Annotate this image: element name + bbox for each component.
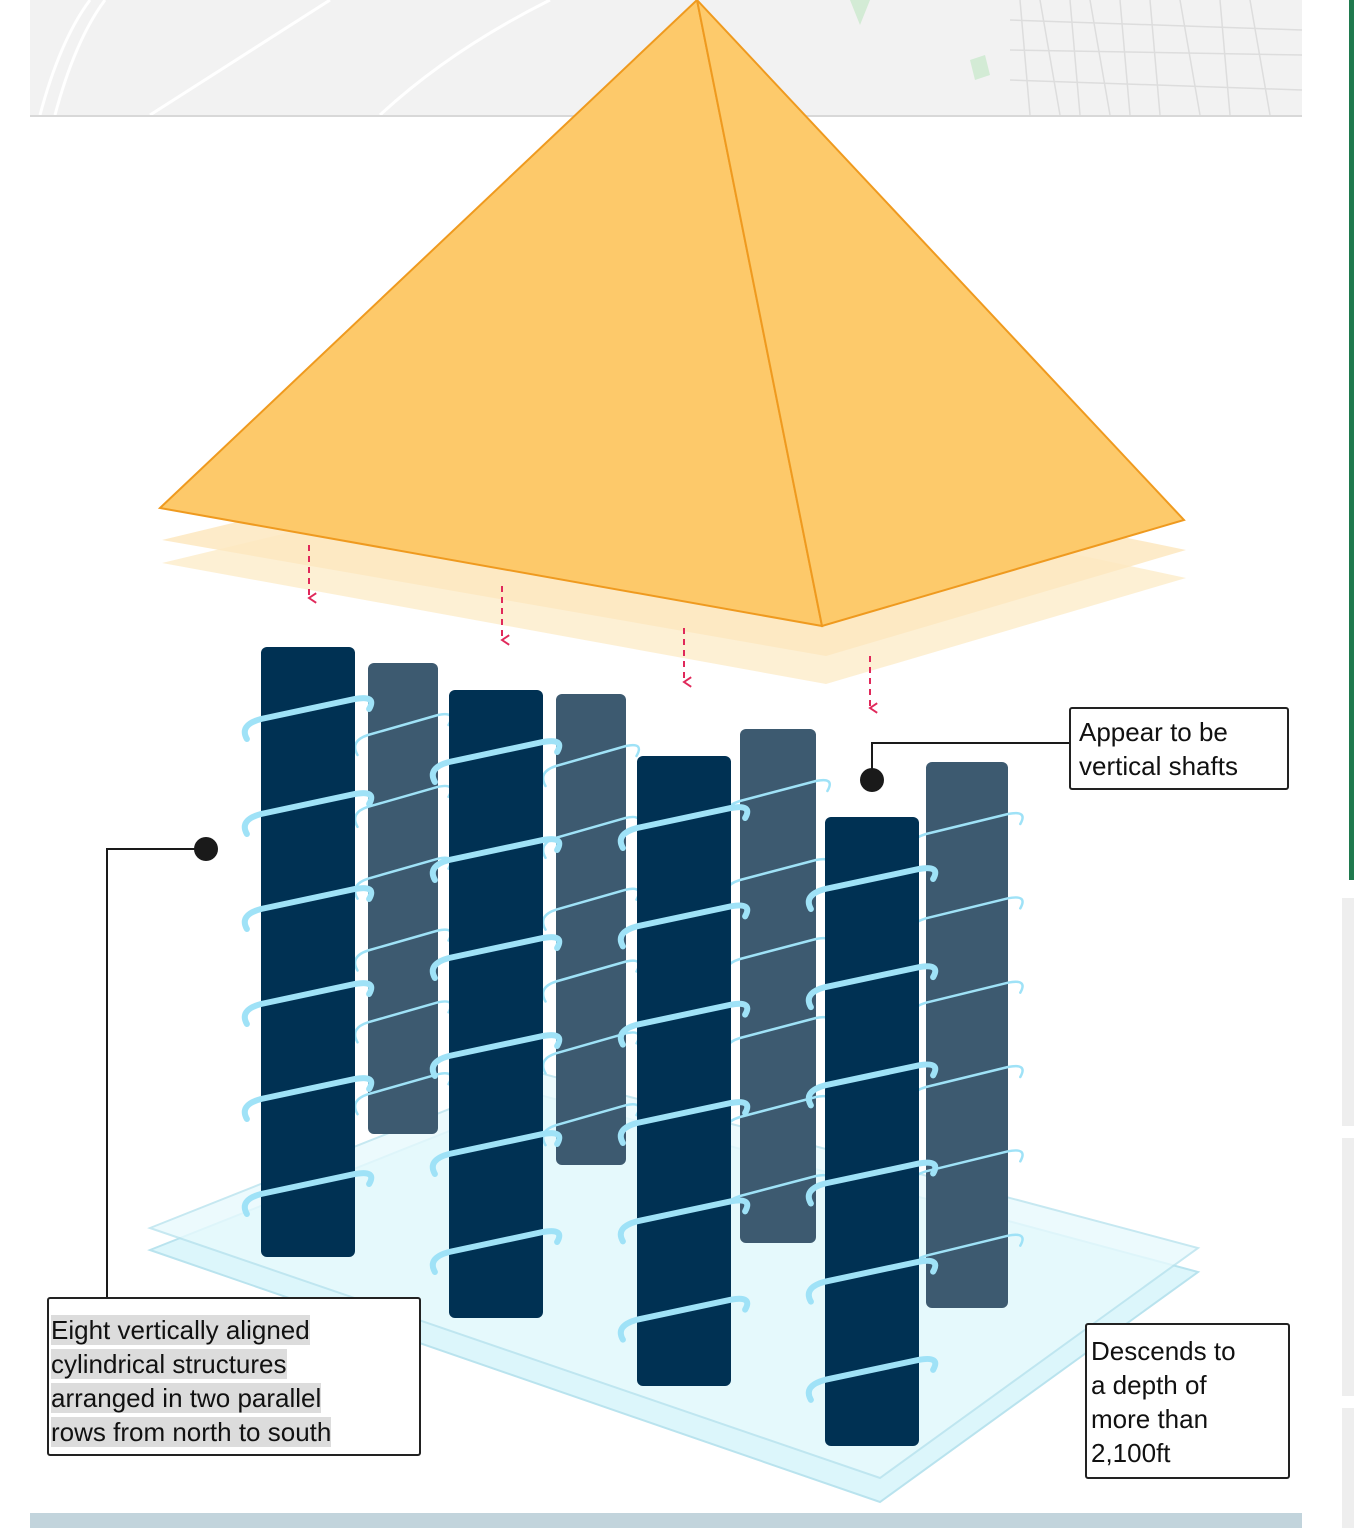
callout-line: Appear to be [1079,717,1228,747]
callout-line: vertical shafts [1079,751,1238,781]
spiral-coil [429,836,563,883]
sidebar-accent-bar [1349,0,1354,880]
callout-dot-icon [194,837,218,861]
spiral-coil [617,1000,751,1048]
spiral-coil [429,1130,563,1177]
sidebar-card [1342,1138,1354,1396]
cylinder-shaft [429,690,563,1318]
callout-vertical-shafts: Appear to be vertical shafts [1069,707,1289,790]
spiral-coil [241,790,375,837]
spiral-coil [617,1295,751,1343]
spiral-coil [805,865,939,912]
callout-line: a depth of [1091,1370,1207,1400]
spiral-coil [617,1197,751,1245]
callout-dot-icon [860,768,884,792]
callout-line: 2,100ft [1091,1438,1171,1468]
spiral-coil [805,1257,939,1305]
spiral-coil [805,1061,939,1109]
sidebar-card [1342,898,1354,1126]
callout-line: arranged in two parallel [51,1383,322,1413]
spiral-coil [429,738,563,785]
cylinder-shaft [805,817,939,1446]
spiral-coil [429,934,563,981]
spiral-coil [429,1032,563,1079]
callout-line: cylindrical structures [51,1349,287,1379]
spiral-coil [617,804,751,851]
spiral-coil [805,1355,939,1403]
spiral-coil [241,1075,375,1122]
cylinder-shaft [241,647,375,1257]
leader-line-cylinders [106,848,205,1298]
cylinder-shaft [541,694,641,1165]
leader-lines [106,742,1069,1298]
spiral-coil [805,963,939,1011]
callout-line: Eight vertically aligned [51,1315,310,1345]
cylinder-shaft [910,762,1024,1308]
spiral-coil [541,743,641,788]
spiral-coil [241,695,375,742]
spiral-coil [241,1170,375,1217]
back-row-cylinders [353,663,1024,1308]
bottom-section-edge [30,1513,1302,1528]
callout-cylindrical-structures: Eight vertically aligned cylindrical str… [47,1297,421,1456]
spiral-coil [805,1159,939,1207]
callout-depth: Descends to a depth of more than 2,100ft [1085,1323,1290,1479]
descent-arrows [307,545,878,714]
spiral-coil [429,1228,563,1275]
right-sidebar-rail [1336,0,1354,1528]
spiral-coil [241,980,375,1027]
pyramid-face-right [695,0,1186,628]
callout-line: rows from north to south [51,1417,332,1447]
pyramid [157,0,1186,628]
map-streets [38,0,1302,115]
spiral-coil [241,885,375,932]
leader-line-shafts [871,742,1069,780]
cylinder-shaft [617,756,751,1386]
front-row-cylinders [241,647,939,1446]
spiral-coil [617,1099,751,1146]
sidebar-card [1342,1408,1354,1528]
callout-line: Descends to [1091,1336,1236,1366]
callout-line: more than [1091,1404,1209,1434]
spiral-coil [617,902,751,950]
